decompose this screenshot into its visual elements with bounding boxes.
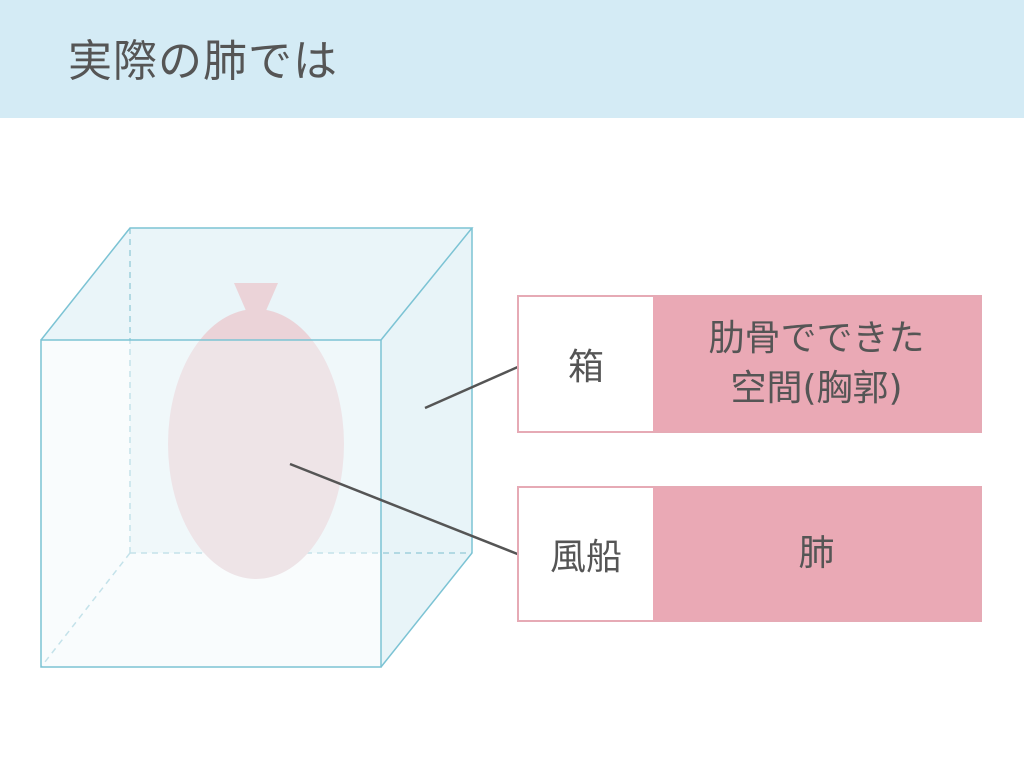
balloon-knot [234, 283, 278, 313]
balloon [168, 309, 344, 579]
box-visible-edges [40, 227, 474, 341]
label-value-lung: 肺 [653, 488, 980, 620]
box-visible-edges [380, 228, 473, 668]
label-box-container: 箱 肋骨でできた 空間(胸郭) [517, 295, 982, 433]
header-banner: 実際の肺では [0, 0, 1024, 118]
box-leader-line [424, 364, 521, 410]
balloon-leader-line [289, 462, 521, 557]
label-balloon-container: 風船 肺 [517, 486, 982, 622]
label-value-thorax: 肋骨でできた 空間(胸郭) [653, 297, 980, 431]
page-title: 実際の肺では [68, 36, 338, 87]
box-front-face [40, 339, 382, 668]
box-right-face [381, 228, 472, 667]
label-key-box: 箱 [519, 297, 653, 431]
label-key-balloon: 風船 [519, 488, 653, 620]
box-hidden-edge [40, 552, 131, 668]
